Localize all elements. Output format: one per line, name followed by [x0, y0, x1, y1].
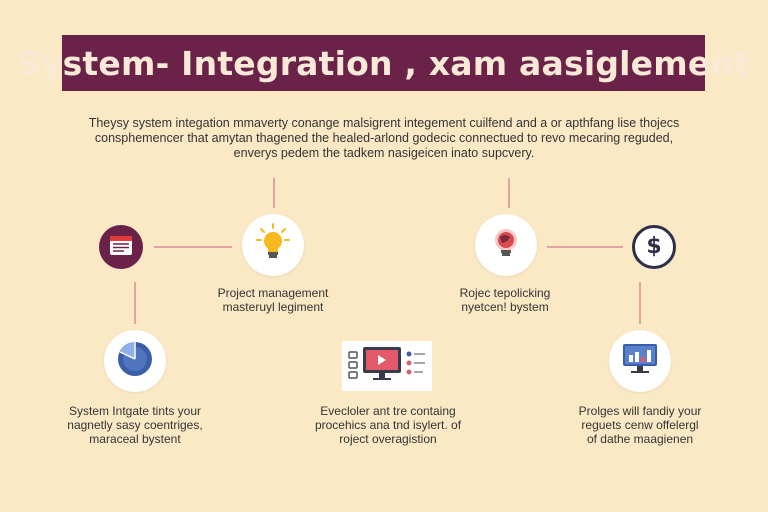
calendar-icon [108, 233, 134, 262]
monitor-chart-node [609, 330, 671, 392]
connector-line [154, 246, 232, 248]
label-line: Project management [217, 286, 329, 300]
lightbulb-globe-icon [488, 223, 524, 268]
label-line: Prolges will fandiy your [578, 404, 702, 418]
lightbulb-node-label: Project management masteruyl legiment [208, 286, 338, 314]
dollar-node: $ [632, 225, 676, 269]
calendar-node [99, 225, 143, 269]
label-line: reguets cenw offelergl [581, 418, 699, 432]
label-line: nagnetly sasy coentriges, [67, 418, 203, 432]
label-line: System Intgate tints your [68, 404, 202, 418]
monitor-dashboard-node [342, 341, 432, 391]
pie-chart-node [104, 330, 166, 392]
monitor-chart-icon [620, 341, 660, 382]
connector-line [273, 178, 275, 208]
label-line: Evecloler ant tre containg [320, 404, 456, 418]
title-banner: System- Integration , xam aasiglement [17, 35, 750, 91]
connector-line [547, 246, 623, 248]
lightbulb-icon [255, 222, 291, 268]
label-line: of dathe maagienen [586, 432, 694, 446]
label-line: masteruyl legiment [222, 300, 324, 314]
label-line: roject overagistion [339, 432, 437, 446]
intro-paragraph: Theysy system integation mmaverty conang… [70, 116, 698, 161]
label-line: procehics ana tnd isylert. of [314, 418, 462, 432]
label-line: maraceal bystent [89, 432, 181, 446]
monitor-dashboard-node-label: Evecloler ant tre containg procehics ana… [313, 404, 463, 446]
connector-line [134, 282, 136, 324]
pie-chart-icon [116, 340, 154, 383]
globe-bulb-node [475, 214, 537, 276]
monitor-dashboard-icon [347, 344, 427, 389]
intro-line: Theysy system integation mmaverty conang… [88, 116, 680, 130]
monitor-chart-node-label: Prolges will fandiy your reguets cenw of… [575, 404, 705, 446]
page-title: System- Integration , xam aasiglement [16, 43, 751, 83]
label-line: Rojec tepolicking [459, 286, 551, 300]
connector-line [639, 282, 641, 324]
connector-line [508, 178, 510, 208]
lightbulb-node [242, 214, 304, 276]
label-line: nyetcen! bystem [461, 300, 549, 314]
intro-line: enverys pedem the tadkem nasigeicen inat… [233, 146, 535, 160]
pie-chart-node-label: System Intgate tints your nagnetly sasy … [65, 404, 205, 446]
intro-line: consphemencer that amytan thagened the h… [94, 131, 674, 145]
globe-bulb-node-label: Rojec tepolicking nyetcen! bystem [440, 286, 570, 314]
dollar-icon: $ [646, 234, 662, 259]
